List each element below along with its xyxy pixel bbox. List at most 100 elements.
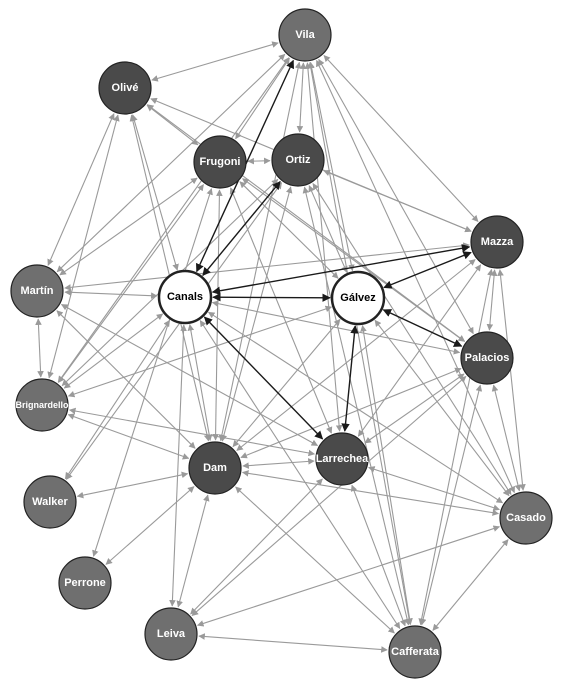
node-label-vila: Vila [295,29,315,41]
edge-galvez-cafferata [360,324,413,626]
edge-dam-leiva [176,494,210,608]
edge-canals-walker [64,319,171,480]
node-dam[interactable]: Dam [188,441,242,495]
node-label-mazza: Mazza [481,236,514,248]
node-label-dam: Dam [203,462,227,474]
edge-dam-perrone [105,486,195,565]
edges-layer [35,41,526,653]
edge-palacios-casado [491,384,522,492]
node-circle-brignardello[interactable] [15,378,69,432]
edge-martin-canals [64,289,158,299]
node-casado[interactable]: Casado [499,491,553,545]
edge-casado-cafferata [432,539,509,631]
edge-mazza-palacios [486,269,498,331]
node-brignardello[interactable]: Brignardello [15,378,69,432]
edge-larrechea-casado [368,466,500,511]
node-label-frugoni: Frugoni [200,156,241,168]
node-circle-palacios[interactable] [460,331,514,385]
edge-dam-casado [241,470,500,516]
edge-palacios-leiva [191,375,467,617]
edge-canals-dam [187,323,213,442]
node-vila[interactable]: Vila [278,8,332,62]
edge-canals-larrechea [203,316,324,440]
edge-dam-larrechea [242,458,315,469]
edge-olive-martin [47,113,115,266]
edge-vila-mazza [323,55,479,222]
node-label-walker: Walker [32,496,68,508]
node-label-olive: Olivé [112,82,139,94]
edge-palacios-larrechea [364,373,465,444]
node-label-perrone: Perrone [64,577,106,589]
node-circle-ortiz[interactable] [271,133,325,187]
edge-mazza-martin [64,242,470,291]
node-label-casado: Casado [506,512,546,524]
node-leiva[interactable]: Leiva [144,607,198,661]
node-circle-larrechea[interactable] [315,432,369,486]
node-circle-leiva[interactable] [144,607,198,661]
node-circle-dam[interactable] [188,441,242,495]
node-mazza[interactable]: Mazza [470,215,524,269]
node-martin[interactable]: Martín [10,264,64,318]
edge-canals-ortiz [202,180,281,277]
edge-brignardello-larrechea [68,407,316,457]
node-circle-olive[interactable] [98,61,152,115]
edge-vila-ortiz [296,62,307,133]
node-label-canals: Canals [167,291,203,303]
edge-canals-leiva [169,324,187,607]
edge-vila-cafferata [307,61,413,626]
edge-olive-brignardello [47,114,120,379]
edge-frugoni-ortiz [247,157,271,165]
node-label-ortiz: Ortiz [285,154,311,166]
edge-martin-brignardello [35,318,44,378]
node-frugoni[interactable]: Frugoni [193,135,247,189]
edge-vila-larrechea [304,62,343,432]
node-circle-galvez[interactable] [330,270,386,326]
node-canals[interactable]: Canals [157,269,213,325]
node-walker[interactable]: Walker [23,475,77,529]
node-label-palacios: Palacios [465,352,510,364]
node-cafferata[interactable]: Cafferata [388,625,442,679]
edge-canals-galvez [212,293,331,302]
edge-vila-martin [56,53,286,273]
edge-vila-dam [218,61,302,442]
node-label-leiva: Leiva [157,628,186,640]
edge-casado-leiva [196,525,501,627]
node-circle-cafferata[interactable] [388,625,442,679]
edge-vila-olive [151,41,279,82]
edge-perrone-frugoni [92,188,213,557]
edge-larrechea-leiva [190,478,323,615]
node-circle-martin[interactable] [10,264,64,318]
node-label-martin: Martín [21,285,54,297]
edge-canals-brignardello [63,313,164,389]
edge-ortiz-mazza [323,169,472,233]
node-larrechea[interactable]: Larrechea [315,432,369,486]
edge-dam-walker [76,471,189,499]
node-label-larrechea: Larrechea [316,453,369,465]
node-galvez[interactable]: Gálvez [330,270,386,326]
node-circle-walker[interactable] [23,475,77,529]
node-olive[interactable]: Olivé [98,61,152,115]
edge-frugoni-martin [59,177,198,276]
edge-walker-ortiz [65,182,283,480]
edge-frugoni-olive [146,104,199,146]
node-label-brignardello: Brignardello [15,400,69,410]
edge-palacios-cafferata [419,384,483,626]
node-circle-frugoni[interactable] [193,135,247,189]
node-circle-canals[interactable] [157,269,213,325]
node-perrone[interactable]: Perrone [58,556,112,610]
edge-galvez-mazza [383,251,472,289]
node-circle-mazza[interactable] [470,215,524,269]
node-circle-vila[interactable] [278,8,332,62]
node-circle-casado[interactable] [499,491,553,545]
edge-galvez-larrechea [341,325,359,432]
node-circle-perrone[interactable] [58,556,112,610]
node-palacios[interactable]: Palacios [460,331,514,385]
edge-leiva-cafferata [198,633,388,653]
edge-ortiz-dam [220,186,293,442]
node-ortiz[interactable]: Ortiz [271,133,325,187]
node-label-galvez: Gálvez [340,292,376,304]
edge-galvez-palacios [382,309,463,347]
